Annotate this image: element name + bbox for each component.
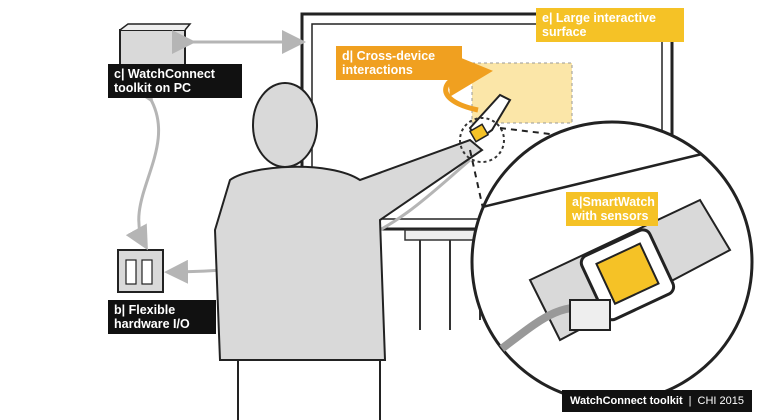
footer-caption: WatchConnect toolkit | CHI 2015 <box>562 390 752 412</box>
label-cross-device-line1: d| Cross-device <box>342 49 436 63</box>
label-surface-line1: e| Large interactive <box>542 11 656 25</box>
label-smartwatch-line2: with sensors <box>572 209 649 223</box>
label-smartwatch: a|SmartWatch with sensors <box>566 192 658 226</box>
label-pc-line1: c| WatchConnect <box>114 67 215 81</box>
hardware-io-device <box>117 249 164 293</box>
cross-device-arrow <box>443 51 493 113</box>
label-surface-line2: surface <box>542 25 587 39</box>
label-io: b| Flexible hardware I/O <box>108 300 216 334</box>
person-figure <box>213 82 484 420</box>
label-io-line2: hardware I/O <box>114 317 190 331</box>
label-cross-device: d| Cross-device interactions <box>336 46 462 80</box>
footer-separator: | <box>688 395 692 407</box>
label-surface: e| Large interactive surface <box>536 8 684 42</box>
label-io-line1: b| Flexible <box>114 303 176 317</box>
zoom-guides <box>469 127 601 241</box>
label-pc-line2: toolkit on PC <box>114 81 192 95</box>
watch-focus-ring <box>459 117 505 163</box>
footer-title: WatchConnect toolkit <box>570 395 683 407</box>
footer-venue: CHI 2015 <box>697 395 744 407</box>
label-pc: c| WatchConnect toolkit on PC <box>108 64 242 98</box>
zoom-circle <box>470 120 754 404</box>
wrist-watch <box>468 123 490 143</box>
label-smartwatch-line1: a|SmartWatch <box>572 195 655 209</box>
label-cross-device-line2: interactions <box>342 63 413 77</box>
